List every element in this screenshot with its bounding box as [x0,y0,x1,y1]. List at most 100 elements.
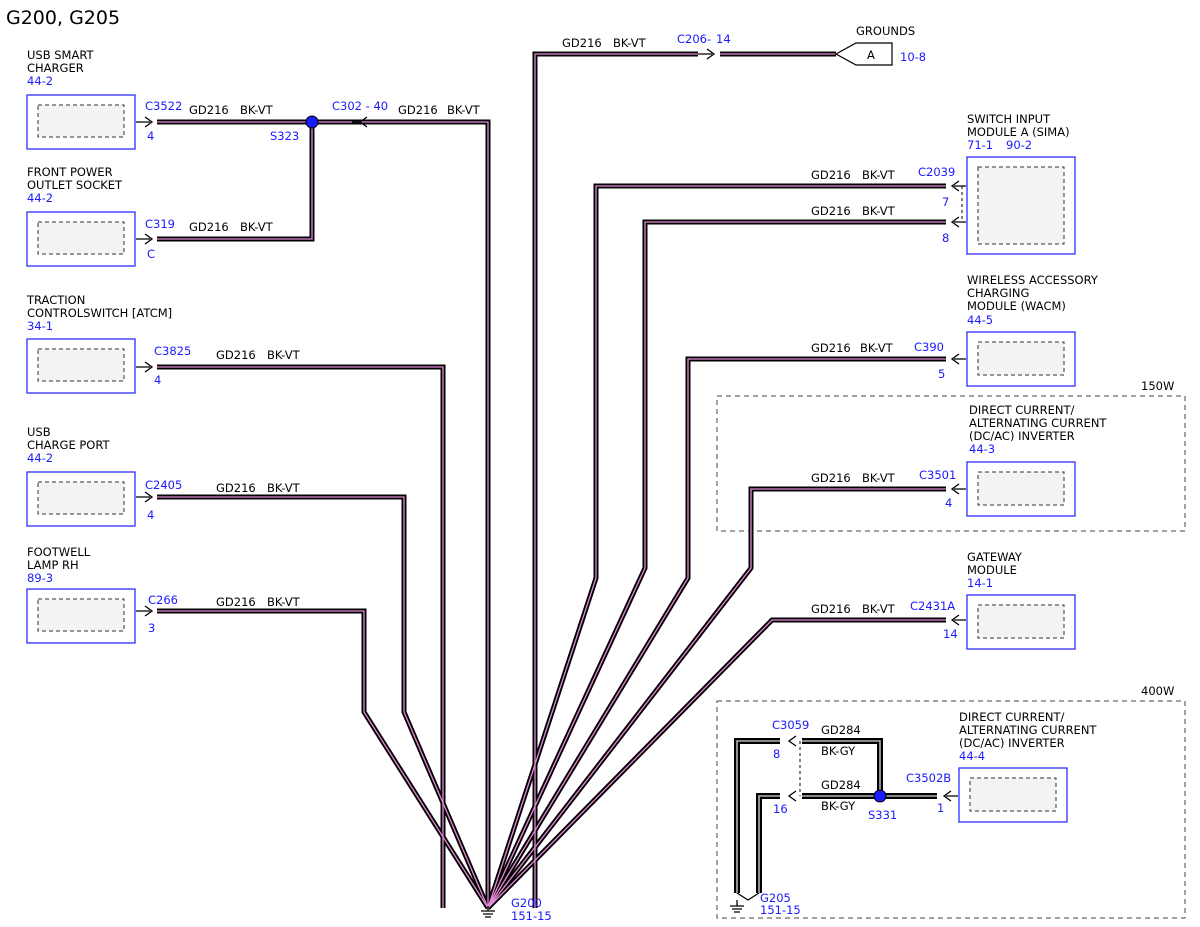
connector-c3825-label: C3825 [154,344,191,358]
wire-circuit-label: GD216 [189,103,229,117]
wire-color-label: BK-VT [447,103,481,117]
wire-color-label: BK-VT [267,481,301,495]
connector-c3059-pin-16: 16 [773,802,788,816]
connector-c2039-pin-8: 8 [942,231,949,245]
wire-circuit-label: GD216 [811,471,851,485]
ground-g200-label: G200 [511,896,542,910]
wire-color-label: BK-VT [267,595,301,609]
page-title: G200, G205 [6,7,120,29]
wire-color-label: BK-VT [267,348,301,362]
connector-c266-pin: 3 [148,621,155,635]
svg-text:90-2: 90-2 [1006,138,1032,152]
svg-text:44-2: 44-2 [27,191,53,205]
svg-text:MODULE A (SIMA): MODULE A (SIMA) [967,125,1070,139]
wire-color-label: BK-VT [240,103,274,117]
wire-circuit-label: GD216 [216,348,256,362]
component-inverter-150w: DIRECT CURRENT/ ALTERNATING CURRENT (DC/… [966,403,1107,517]
connector-c3522-label: C3522 [145,99,182,113]
component-inverter-400w: DIRECT CURRENT/ ALTERNATING CURRENT (DC/… [958,710,1097,823]
wire-color-label: BK-VT [862,204,896,218]
connector-c2431a-label: C2431A [910,599,955,613]
connector-c3501-label: C3501 [919,468,956,482]
inline-c302-label: C302 - 40 [332,99,388,113]
component-traction-control-switch: TRACTION CONTROLSWITCH [ATCM] 34-1 [26,293,172,394]
wire-color-label: BK-VT [862,602,896,616]
svg-text:ALTERNATING CURRENT: ALTERNATING CURRENT [969,416,1107,430]
connector-c3059-label: C3059 [772,718,809,732]
svg-text:WIRELESS ACCESSORY: WIRELESS ACCESSORY [967,273,1099,287]
wire-gd284-color: BK-GY [821,744,856,758]
wire-circuit-label: GD216 [189,220,229,234]
svg-text:CHARGER: CHARGER [27,61,84,75]
svg-text:(DC/AC) INVERTER: (DC/AC) INVERTER [969,429,1075,443]
splice-s331-label: S331 [868,808,897,822]
wire-color-label: BK-VT [240,220,274,234]
connector-c2405-label: C2405 [145,478,182,492]
svg-text:USB SMART: USB SMART [27,48,95,62]
svg-text:TRACTION: TRACTION [26,293,85,307]
svg-text:CHARGE PORT: CHARGE PORT [27,438,111,452]
connector-c2405-pin: 4 [147,508,154,522]
zone-400w-frame [716,700,1186,919]
component-usb-smart-charger: USB SMART CHARGER 44-2 [26,48,136,150]
ground-flag-label: GROUNDS [856,24,915,38]
svg-text:89-3: 89-3 [27,571,53,585]
ground-g205-label: G205 [760,891,791,905]
svg-text:CONTROLSWITCH [ATCM]: CONTROLSWITCH [ATCM] [27,306,172,320]
svg-text:44-2: 44-2 [27,451,53,465]
svg-text:OUTLET SOCKET: OUTLET SOCKET [27,178,123,192]
component-footwell-lamp-rh: FOOTWELL LAMP RH 89-3 [26,545,136,644]
connector-c319-label: C319 [145,217,175,231]
svg-text:USB: USB [27,425,51,439]
svg-text:34-1: 34-1 [27,319,53,333]
wire-circuit-label: GD216 [562,36,602,50]
wire-gd284-color: BK-GY [821,799,856,813]
svg-text:MODULE: MODULE [967,563,1017,577]
svg-text:FRONT POWER: FRONT POWER [27,165,113,179]
wire-color-label: BK-VT [613,36,647,50]
component-front-power-outlet: FRONT POWER OUTLET SOCKET 44-2 [26,165,136,267]
connector-c390-label: C390 [914,340,944,354]
svg-text:DIRECT CURRENT/: DIRECT CURRENT/ [969,403,1075,417]
svg-text:14-1: 14-1 [967,576,993,590]
wire-circuit-label: GD216 [216,595,256,609]
ground-symbol-g205 [730,900,744,913]
wire-circuit-label: GD216 [811,204,851,218]
svg-text:LAMP RH: LAMP RH [27,558,79,572]
svg-text:ALTERNATING CURRENT: ALTERNATING CURRENT [959,723,1097,737]
splice-s323-dot [305,115,319,129]
svg-text:44-3: 44-3 [969,442,995,456]
ground-g205-ref: 151-15 [760,903,801,917]
svg-text:(DC/AC) INVERTER: (DC/AC) INVERTER [959,736,1065,750]
connector-c3059-pin-8: 8 [773,747,780,761]
connector-c206-pin: 14 [716,32,731,46]
wire-harness-gd284 [734,738,937,901]
wire-gd284-circuit: GD284 [821,778,861,792]
ground-g200-ref: 151-15 [511,909,552,923]
svg-text:CHARGING: CHARGING [967,286,1029,300]
wire-gd284-circuit: GD284 [821,723,861,737]
svg-text:44-2: 44-2 [27,74,53,88]
component-sima: SWITCH INPUT MODULE A (SIMA) 71-1 90-2 [966,112,1076,255]
connector-c3502b-pin: 1 [937,801,944,815]
ground-reference-flag [834,42,893,66]
component-wacm: WIRELESS ACCESSORY CHARGING MODULE (WACM… [966,273,1099,387]
svg-text:44-5: 44-5 [967,313,993,327]
ground-symbol-g200 [481,906,495,918]
wire-color-label: BK-VT [860,341,894,355]
zone-400w-label: 400W [1141,684,1174,698]
connector-c319-pin: C [147,247,155,261]
splice-s331-dot [873,789,887,803]
connector-c3502b-label: C3502B [906,771,951,785]
connector-c3522-pin: 4 [147,129,154,143]
ground-flag-ref: 10-8 [900,50,926,64]
zone-150w-frame [716,395,1186,532]
svg-text:DIRECT CURRENT/: DIRECT CURRENT/ [959,710,1065,724]
splice-s323-label: S323 [270,129,299,143]
connector-c2039-label: C2039 [918,165,955,179]
wire-circuit-label: GD216 [216,481,256,495]
connector-c390-pin: 5 [938,367,945,381]
wire-circuit-label: GD216 [811,602,851,616]
connector-c2431a-pin: 14 [943,627,958,641]
